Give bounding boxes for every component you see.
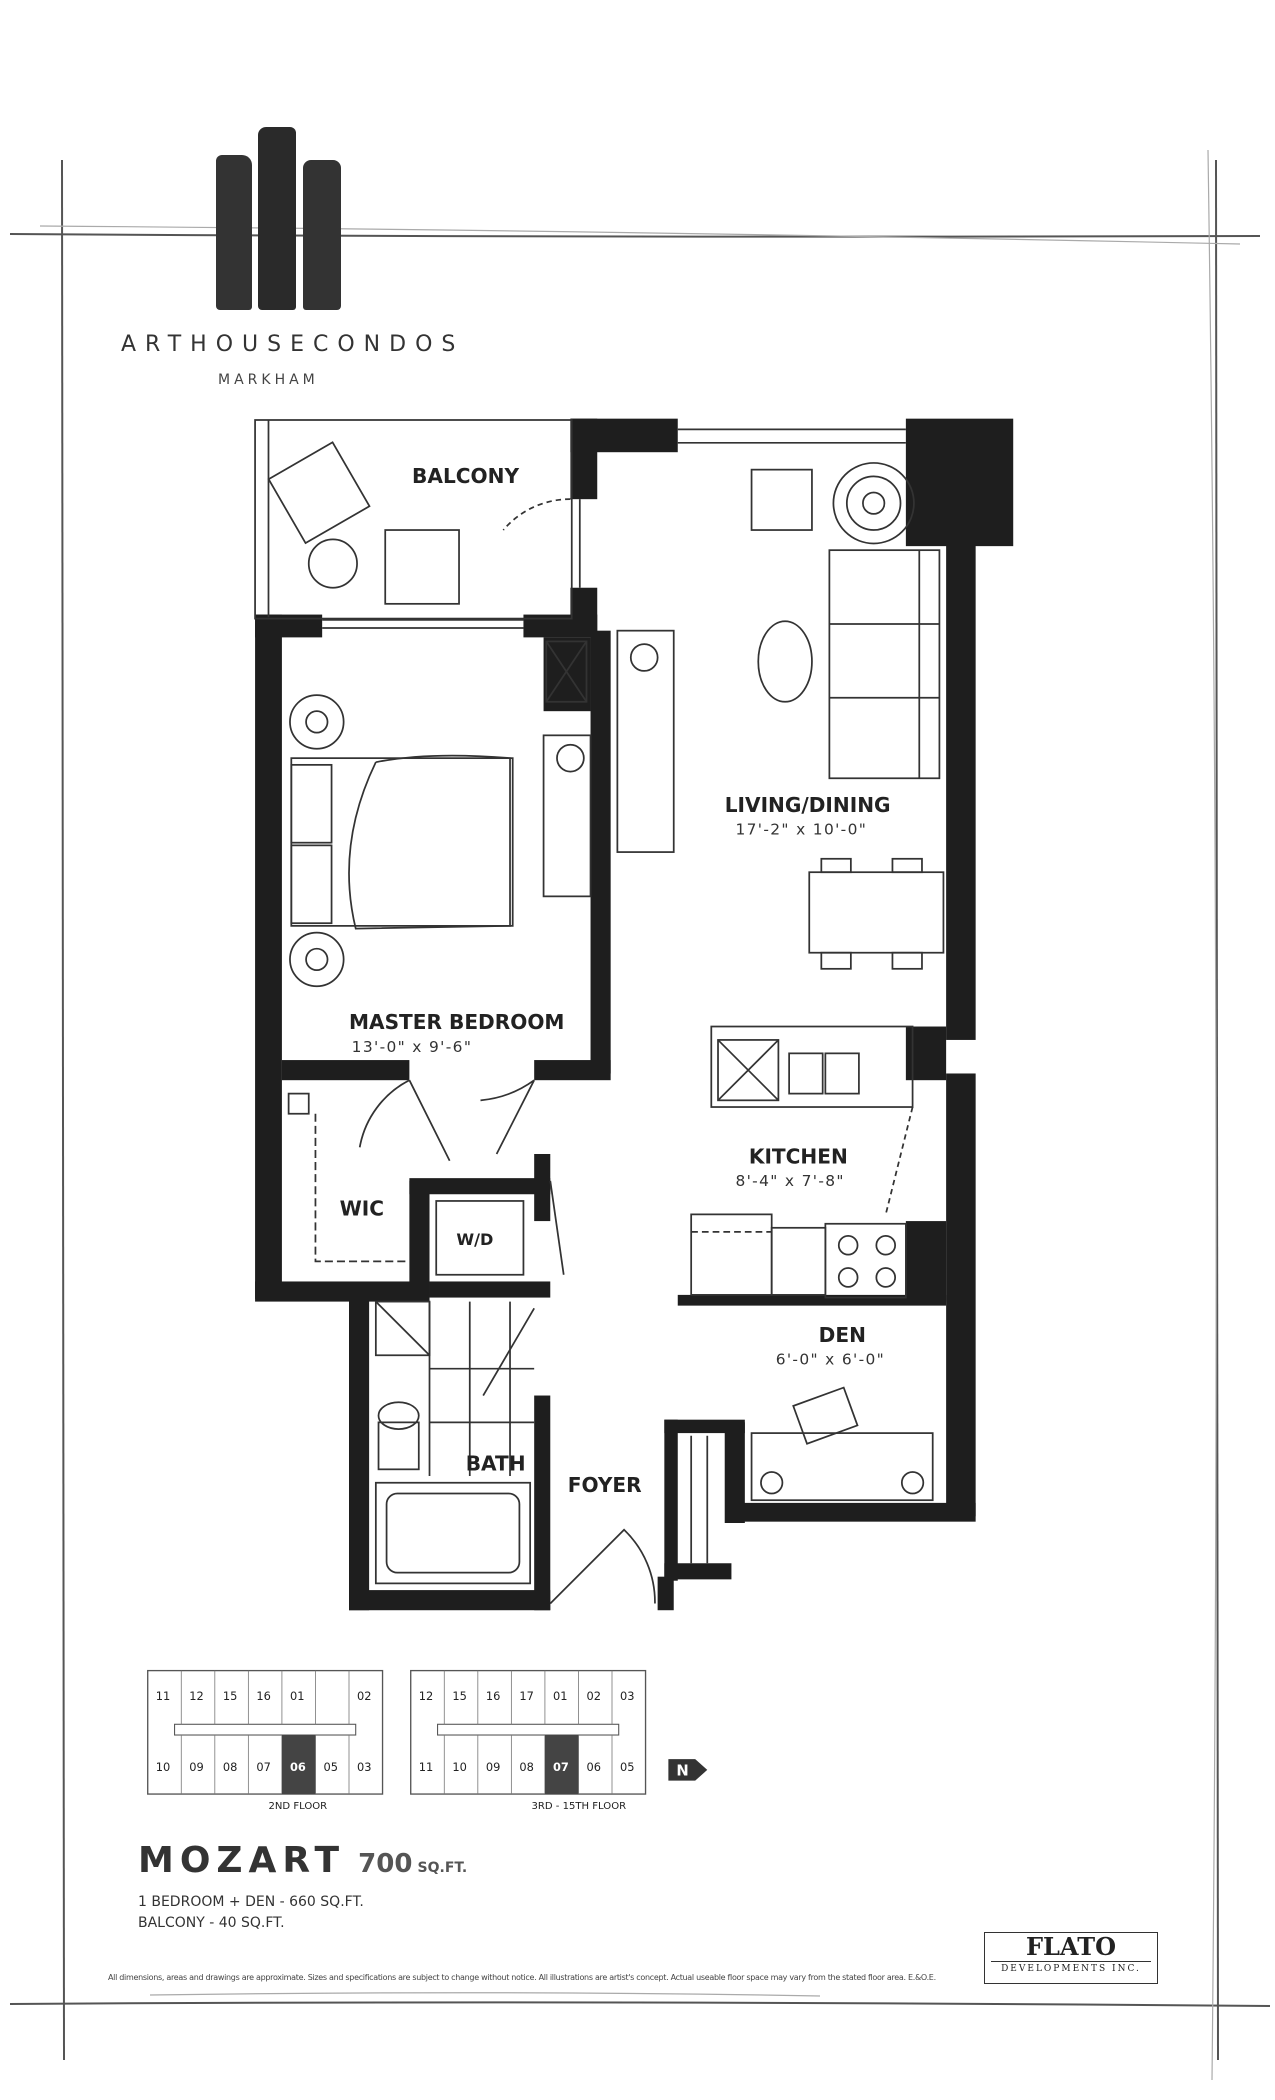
unit-area: 700 xyxy=(358,1849,413,1879)
key-plan-unit: 02 xyxy=(357,1689,372,1703)
key-plan-caption: 3RD - 15TH FLOOR xyxy=(531,1801,626,1812)
unit-area-unit: SQ.FT. xyxy=(417,1860,468,1876)
key-plan-unit: 05 xyxy=(324,1760,339,1774)
label-balcony: BALCONY xyxy=(412,464,519,488)
key-plan-unit: 16 xyxy=(256,1689,271,1703)
disclaimer: All dimensions, areas and drawings are a… xyxy=(108,1973,936,1982)
room-labels: BALCONY LIVING/DINING 17'-2" x 10'-0" MA… xyxy=(340,464,891,1497)
key-plan-unit: 03 xyxy=(620,1689,635,1703)
key-plan-unit: 09 xyxy=(189,1760,204,1774)
key-plan-1: 11 12 15 16 01 02 10 09 08 07 06 05 03 2ND FLOOR xyxy=(147,1669,384,1812)
label-wic: WIC xyxy=(340,1197,384,1221)
developer-logo: FLATO DEVELOPMENTS INC. xyxy=(984,1932,1158,1984)
key-plan-unit: 16 xyxy=(486,1689,500,1703)
logo-bar-left xyxy=(216,155,252,310)
key-plan-unit: 15 xyxy=(223,1689,238,1703)
key-plan-unit: 08 xyxy=(223,1760,238,1774)
dims-kitchen: 8'-4" x 7'-8" xyxy=(735,1172,844,1190)
key-plan-highlight xyxy=(544,1735,579,1795)
logo-bar-center xyxy=(258,127,296,310)
key-plan-unit: 05 xyxy=(620,1760,635,1774)
unit-name: MOZART xyxy=(138,1840,346,1881)
key-plan-unit: 10 xyxy=(156,1760,171,1774)
key-plan-unit: 06 xyxy=(587,1760,602,1774)
key-plan-caption: 2ND FLOOR xyxy=(268,1801,327,1812)
label-foyer: FOYER xyxy=(568,1473,642,1497)
dims-master-bedroom: 13'-0" x 9'-6" xyxy=(352,1038,473,1056)
key-plan-unit: 07 xyxy=(553,1760,569,1774)
key-plan-unit: 11 xyxy=(419,1760,433,1774)
key-plan-unit: 15 xyxy=(452,1689,466,1703)
north-arrow: N xyxy=(668,1759,708,1781)
key-plan-unit: 01 xyxy=(290,1689,305,1703)
key-plan-unit: 11 xyxy=(156,1689,171,1703)
key-plan-unit: 06 xyxy=(290,1760,306,1774)
label-living: LIVING/DINING xyxy=(725,793,891,817)
key-plan-unit: 12 xyxy=(419,1689,433,1703)
key-plan-highlight xyxy=(281,1735,316,1795)
label-den: DEN xyxy=(819,1323,866,1347)
key-plan-unit: 03 xyxy=(357,1760,372,1774)
key-plan-unit: 08 xyxy=(519,1760,534,1774)
key-plan-2: 12 15 16 17 01 02 03 11 10 09 08 07 06 05 3RD - 15TH F… xyxy=(410,1669,647,1812)
unit-title: MOZART 700 SQ.FT. xyxy=(138,1840,467,1881)
unit-line-1: 1 BEDROOM + DEN - 660 SQ.FT. xyxy=(138,1894,364,1910)
label-master-bedroom: MASTER BEDROOM xyxy=(349,1010,564,1034)
developer-name: FLATO xyxy=(1026,1932,1116,1961)
brand-name: ARTHOUSECONDOS xyxy=(121,332,465,357)
key-plan-unit: 07 xyxy=(256,1760,271,1774)
key-plan-unit: 02 xyxy=(587,1689,602,1703)
key-plan-unit: 09 xyxy=(486,1760,500,1774)
label-bath: BATH xyxy=(466,1452,526,1476)
key-plan-unit: 10 xyxy=(452,1760,466,1774)
label-wd: W/D xyxy=(456,1230,493,1249)
north-label: N xyxy=(676,1762,688,1779)
brand-city: MARKHAM xyxy=(218,372,319,388)
dims-living: 17'-2" x 10'-0" xyxy=(735,821,867,839)
logo-bar-right xyxy=(303,160,341,310)
unit-line-2: BALCONY - 40 SQ.FT. xyxy=(138,1915,285,1931)
key-plan-unit: 12 xyxy=(189,1689,204,1703)
dims-den: 6'-0" x 6'-0" xyxy=(776,1351,885,1369)
label-kitchen: KITCHEN xyxy=(749,1144,848,1168)
key-plan-unit: 17 xyxy=(519,1689,534,1703)
key-plan-unit: 01 xyxy=(553,1689,568,1703)
developer-sub: DEVELOPMENTS INC. xyxy=(1001,1964,1141,1974)
